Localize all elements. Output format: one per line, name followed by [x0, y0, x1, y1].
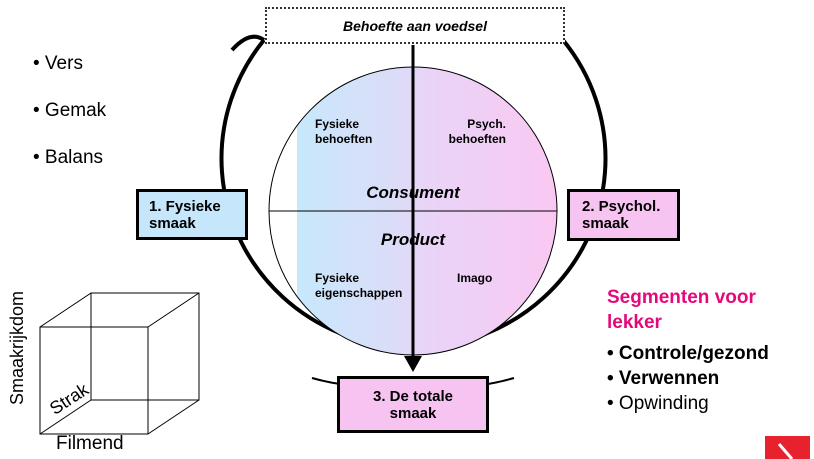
box-psychological-taste: 2. Psychol. smaak [567, 189, 680, 241]
quadrant-bottom-left: Fysieke eigenschappen [315, 271, 403, 300]
central-arrow-head [404, 356, 422, 372]
top-label-box: Behoefte aan voedsel [265, 7, 565, 44]
quadrant-top-left: Fysieke behoeften [315, 117, 373, 146]
box-total-taste: 3. De totale smaak [337, 376, 489, 433]
axis-label-smaakrijkdom: Smaakrijkdom [7, 290, 27, 405]
outer-ring-top-left [230, 34, 266, 52]
bullet-gemak: • Gemak [33, 100, 107, 121]
bullet-balans: • Balans [33, 147, 104, 168]
top-label: Behoefte aan voedsel [343, 17, 487, 34]
box-physical-taste: 1. Fysieke smaak [136, 189, 248, 240]
axis-label-filmend: Filmend [56, 433, 124, 454]
bullet-list: • Vers • Gemak • Balans [33, 54, 106, 195]
segment-item: • Opwinding [607, 393, 709, 414]
corner-logo [765, 436, 810, 459]
arrow-right-to-bottom [487, 377, 515, 385]
segment-item: • Controle/gezond [607, 343, 769, 364]
center-label-product: Product [380, 230, 446, 249]
bullet-vers: • Vers [33, 53, 83, 74]
center-label-consument: Consument [366, 183, 460, 202]
quadrant-top-right: Psych. behoeften [448, 117, 506, 146]
corner-logo-mark [777, 443, 794, 459]
segments-panel: Segmenten voor lekker • Controle/gezond … [607, 285, 769, 416]
segment-item: • Verwennen [607, 368, 720, 389]
quadrant-bottom-right: Imago [457, 271, 493, 285]
arrow-left-to-bottom [311, 377, 341, 385]
cube-icon [39, 292, 200, 435]
segments-title: Segmenten voor lekker [607, 287, 756, 333]
